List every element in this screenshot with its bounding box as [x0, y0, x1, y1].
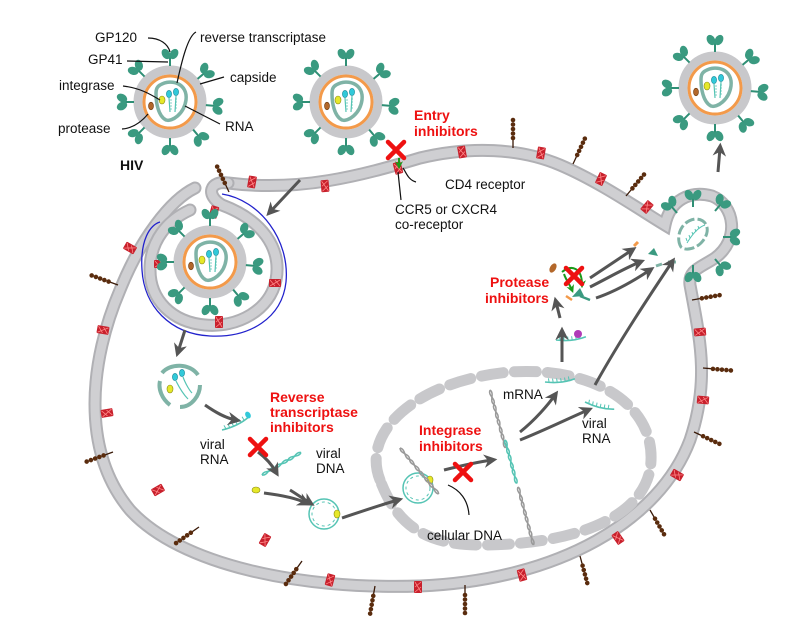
gp41-label: GP41: [88, 52, 123, 67]
integrase-free: [251, 486, 261, 494]
virion-labels: GP120 GP41 reverse transcriptase capside…: [58, 30, 326, 173]
reverse-transcriptase-label: reverse transcriptase: [200, 30, 326, 45]
integrated-provirus: [488, 388, 536, 547]
viral-rna-label-2-line2: RNA: [582, 431, 611, 446]
nucleus-envelope: [370, 365, 657, 551]
viral-rna-label-2-line1: viral: [582, 416, 607, 431]
receptor-labels: CD4 receptor CCR5 or CXCR4 co-receptor: [395, 177, 526, 232]
mrna-label: mRNA: [503, 387, 543, 402]
cellular-dna-label: cellular DNA: [427, 528, 502, 543]
entry-block-icon: [388, 142, 404, 158]
cellular-dna-helix: [398, 446, 441, 496]
coreceptor-label-line1: CCR5 or CXCR4: [395, 202, 498, 217]
circular-viral-dna: [308, 498, 341, 530]
gp120-label: GP120: [95, 30, 137, 45]
rt-inhibitors-line1: Reverse: [270, 389, 325, 405]
budding-virion: [656, 187, 743, 285]
capside-label: capside: [230, 70, 277, 85]
protease-label: protease: [58, 121, 111, 136]
integrating-viral-dna: [402, 472, 434, 504]
entry-inhibitors-line1: Entry: [414, 107, 450, 123]
protease-inhibitors-line1: Protease: [490, 274, 549, 290]
hiv-virion-released: [660, 33, 770, 143]
cell-membrane: [88, 143, 738, 593]
viral-rna-label-1-line1: viral: [200, 437, 225, 452]
rna-label: RNA: [225, 119, 254, 134]
integrase-inhibitors-line1: Integrase: [419, 422, 481, 438]
hiv-virion-diagram: [115, 47, 225, 157]
integrase-label: integrase: [59, 78, 115, 93]
uncoating-capsid: [157, 363, 202, 409]
protease-block-icon: [566, 268, 582, 284]
viral-dna-label-line1: viral: [316, 446, 341, 461]
hiv-virion-binding: [291, 47, 401, 157]
viral-rna-strand: [583, 398, 616, 412]
endosome-outline: [141, 193, 287, 337]
integrase-inhibitors-line2: inhibitors: [419, 438, 483, 454]
rt-inhibitors-line3: inhibitors: [270, 419, 334, 435]
molecule-labels: viral RNA viral DNA cellular DNA mRNA vi…: [200, 387, 611, 543]
leader-lines: [121, 31, 470, 516]
coreceptor-label-line2: co-receptor: [395, 217, 464, 232]
inhibitor-labels: Entry inhibitors Reverse transcriptase i…: [270, 107, 549, 454]
process-arrows: [174, 142, 727, 520]
protease-inhibitors-line2: inhibitors: [485, 290, 549, 306]
translating-mrna: [554, 330, 587, 344]
cd4-receptor-label: CD4 receptor: [445, 177, 526, 192]
rt-inhibitors-line2: transcriptase: [270, 404, 358, 420]
viral-dna-label-line2: DNA: [316, 461, 345, 476]
hiv-label: HIV: [120, 157, 144, 173]
viral-rna-label-1-line2: RNA: [200, 452, 229, 467]
viral-rna-molecule: [219, 411, 251, 434]
entry-inhibitors-line2: inhibitors: [414, 123, 478, 139]
